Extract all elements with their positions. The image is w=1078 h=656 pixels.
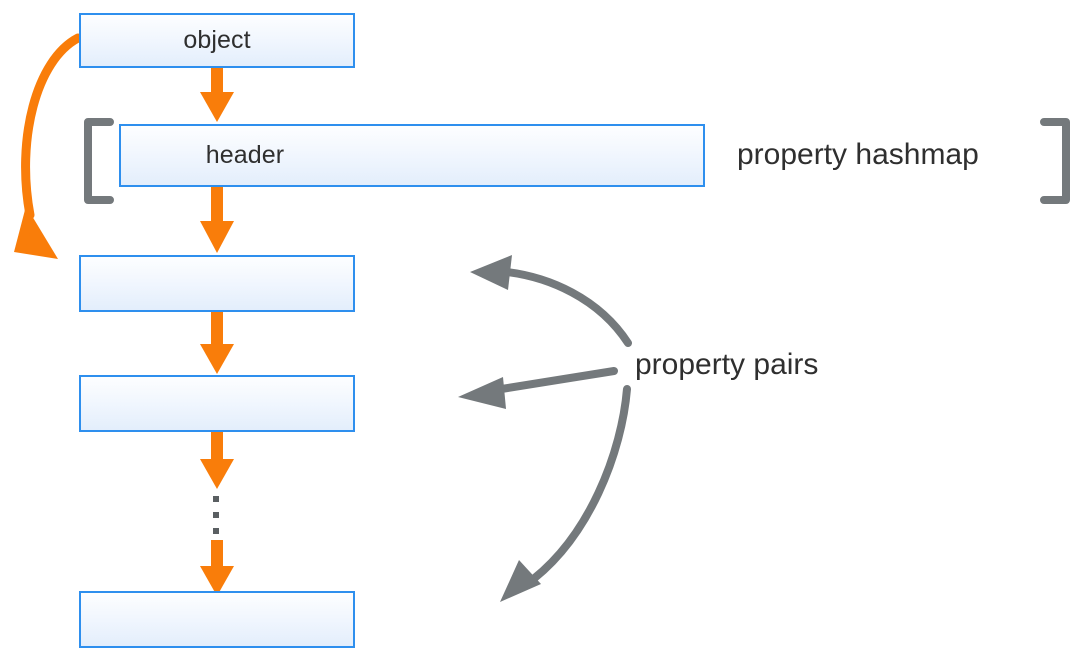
- header-box-label-wrap: header: [119, 124, 371, 187]
- property-pair-box-2[interactable]: [79, 375, 355, 432]
- property-hashmap-label: property hashmap: [737, 138, 979, 171]
- property-pair-box-1[interactable]: [79, 255, 355, 312]
- pairs-pointer-arrow-bottom: [500, 385, 631, 602]
- arrow-pair1-to-pair2: [200, 312, 234, 374]
- bracket-right-icon: [1040, 118, 1070, 204]
- header-box-label: header: [205, 141, 285, 169]
- object-to-pair-curved-arrow: [14, 33, 83, 259]
- bracket-left-icon: [84, 118, 114, 204]
- arrow-pair2-to-ellipsis: [200, 432, 234, 489]
- arrow-object-to-header: [200, 68, 234, 122]
- object-box-label: object: [183, 26, 251, 54]
- object-box[interactable]: object: [79, 13, 355, 68]
- arrow-header-to-pair1: [200, 187, 234, 253]
- header-box[interactable]: [119, 124, 705, 187]
- property-pairs-label: property pairs: [635, 348, 819, 381]
- vertical-ellipsis: [213, 496, 219, 534]
- property-pair-box-n[interactable]: [79, 591, 355, 648]
- pairs-pointer-arrow-middle: [458, 367, 618, 409]
- arrow-ellipsis-to-pairN: [200, 540, 234, 596]
- pairs-pointer-arrow-top: [470, 255, 632, 347]
